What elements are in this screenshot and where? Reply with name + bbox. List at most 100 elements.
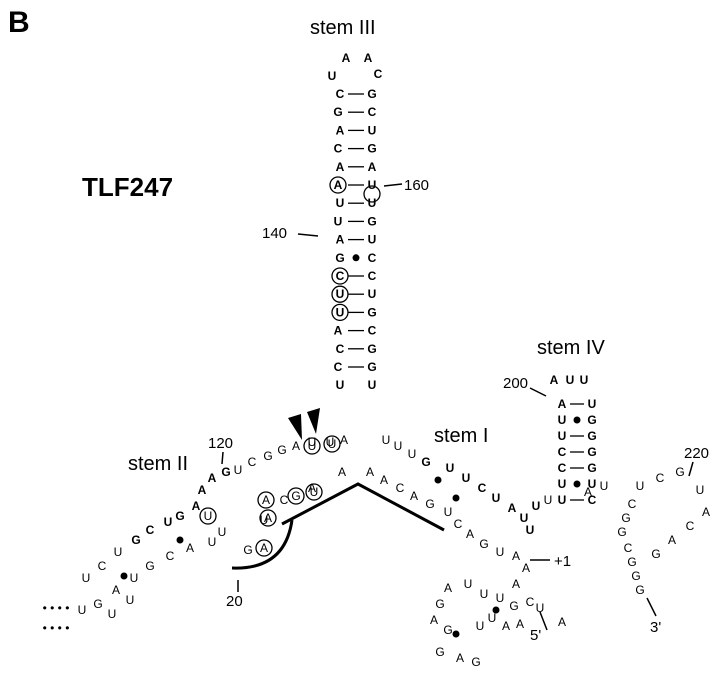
nucleotide: G [333,105,342,119]
position-140-tick [297,233,319,237]
position-140-label: 140 [262,225,287,242]
nucleotide: G [587,429,596,443]
nucleotide: C [374,67,383,81]
nucleotide: U [446,461,455,475]
nucleotide: C [146,523,155,537]
gu-pair-dot [176,536,184,544]
nucleotide: G [175,509,184,523]
nucleotide: G [627,555,636,569]
modification-circle [259,509,277,527]
nucleotide: U [558,429,567,443]
position-200-tick [529,387,547,397]
nucleotide: C [558,461,567,475]
gu-pair-dot [434,476,442,484]
modification-circle [363,185,381,203]
nucleotide: C [336,269,345,283]
nucleotide: A [336,123,345,137]
nucleotide: U [308,435,317,449]
nucleotide: A [342,51,351,65]
nucleotide: U [462,471,471,485]
nucleotide: A [208,471,217,485]
stem-ii-label: stem II [128,453,188,475]
stem-ii-bracket-arc [231,519,294,570]
nucleotide: U [464,577,473,591]
nucleotide: C [526,595,535,609]
nucleotide: C [368,251,377,265]
nucleotide: U [580,373,589,387]
nucleotide: U [368,287,377,301]
modification-circle [329,176,347,194]
nucleotide: G [367,214,376,228]
nucleotide: G [367,360,376,374]
nucleotide: C [686,519,695,533]
nucleotide: U [126,593,135,607]
nucleotide: C [336,87,345,101]
nucleotide: G [587,461,596,475]
nucleotide: U [260,513,269,527]
nucleotide: U [234,463,243,477]
nucleotide: U [382,433,391,447]
nucleotide: U [130,571,139,585]
position-120-tick [221,451,224,465]
nucleotide: G [509,599,518,613]
nucleotide: A [340,433,348,447]
five-prime-tick [539,611,548,631]
nucleotide: A [508,501,517,515]
nucleotide: C [558,445,567,459]
nucleotide: A [192,499,201,513]
nucleotide: C [280,493,289,507]
nucleotide: A [444,581,452,595]
nucleotide: U [326,435,335,449]
nucleotide: G [367,342,376,356]
position-160-tick [383,183,403,187]
stem-i-label: stem I [434,425,488,447]
nucleotide: U [488,611,497,625]
nucleotide: U [558,413,567,427]
nucleotide-circled: A [262,493,270,507]
nucleotide: C [368,105,377,119]
nucleotide: U [108,607,117,621]
position-160-label: 160 [404,177,429,194]
nucleotide: U [82,571,91,585]
nucleotide: U [566,373,575,387]
nucleotide: G [631,569,640,583]
nucleotide: C [478,481,487,495]
nucleotide: U [114,545,123,559]
nucleotide-circled: U [310,485,319,499]
nucleotide: A [668,533,676,547]
position-120-label: 120 [208,435,233,452]
nucleotide: A [336,233,345,247]
nucleotide: U [544,493,553,507]
cleavage-arrowhead-2 [307,408,320,434]
nucleotide: G [367,142,376,156]
cleavage-arrowhead-1 [288,414,302,440]
stem-iv-label: stem IV [537,337,605,359]
nucleotide: G [277,443,286,457]
five-prime-label: 5' [530,627,541,644]
nucleotide: A [292,439,300,453]
nucleotide: A [366,465,374,479]
modification-circle [255,539,273,557]
three-prime-tick [646,597,657,617]
modification-circle [305,483,323,501]
nucleotide: A [550,373,559,387]
nucleotide: A [336,160,345,174]
nucleotide: U [520,511,529,525]
modification-circle [323,435,341,453]
nucleotide: A [410,489,418,503]
nucleotide: G [443,623,452,637]
nucleotide: A [522,561,530,575]
nucleotide: U [218,525,227,539]
nucleotide: A [512,577,520,591]
nucleotide: U [496,591,505,605]
nucleotide: G [221,465,230,479]
nucleotide: U [336,305,345,319]
stem-i-region: U U U G U U C U A A C A G U C A G U A A … [366,433,552,563]
nucleotide-circled: U [328,437,337,451]
nucleotide: C [248,455,257,469]
nucleotide: U [696,483,705,497]
nucleotide: A [112,583,120,597]
nucleotide: A [380,473,388,487]
construct-name: TLF247 [82,172,173,202]
